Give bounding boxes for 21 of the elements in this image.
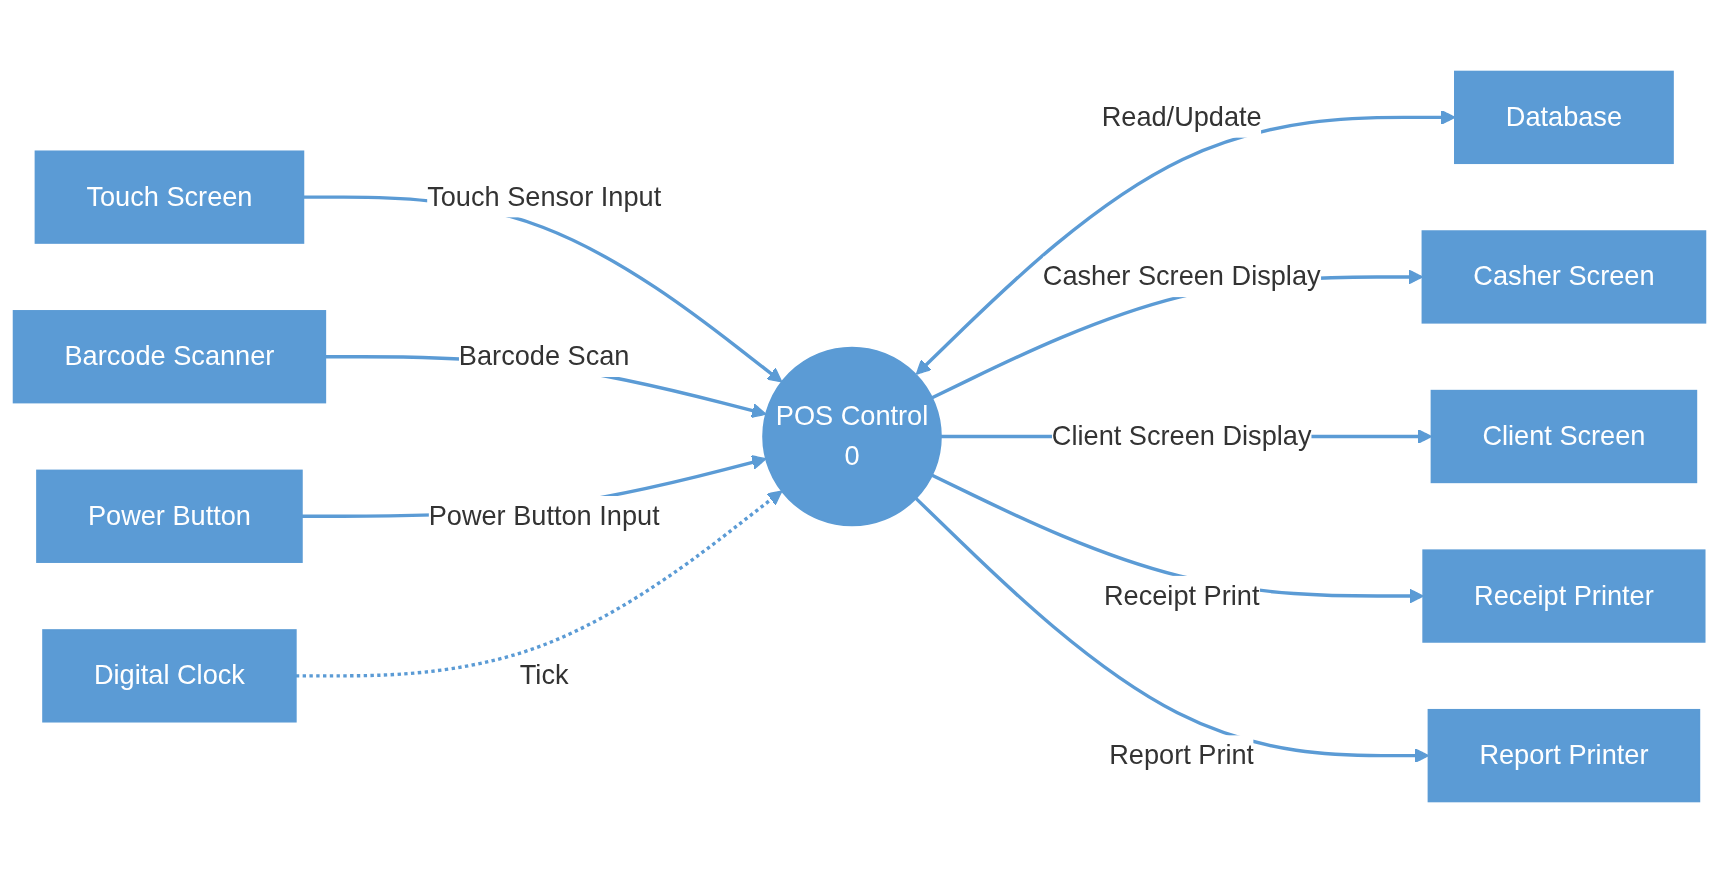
edge-label: Barcode Scan — [458, 341, 630, 371]
node-box: Receipt Printer — [1422, 549, 1706, 643]
edge-label: Power Button Input — [428, 501, 660, 530]
node-box: Barcode Scanner — [12, 310, 327, 404]
edge-label: Read/Update — [1101, 102, 1262, 131]
edge-label: Receipt Print — [1103, 580, 1260, 610]
edge-label: Casher Screen Display — [1042, 261, 1321, 291]
arrow — [295, 490, 783, 678]
node-box: Database — [1454, 70, 1674, 165]
edge-label: Touch Sensor Input — [427, 181, 662, 211]
node-box: Casher Screen — [1421, 230, 1707, 324]
node-box: Digital Clock — [42, 629, 297, 723]
node-box: Client Screen — [1430, 389, 1698, 484]
node-box: Touch Screen — [34, 150, 305, 244]
edge-label: Tick — [519, 660, 569, 690]
node-circle: POS Control 0 — [762, 346, 942, 527]
node-box: Report Printer — [1427, 708, 1701, 803]
arrow — [303, 195, 783, 383]
node-box: Power Button — [36, 469, 303, 563]
edge-label: Client Screen Display — [1051, 421, 1312, 451]
edge-label: Report Print — [1109, 740, 1255, 770]
